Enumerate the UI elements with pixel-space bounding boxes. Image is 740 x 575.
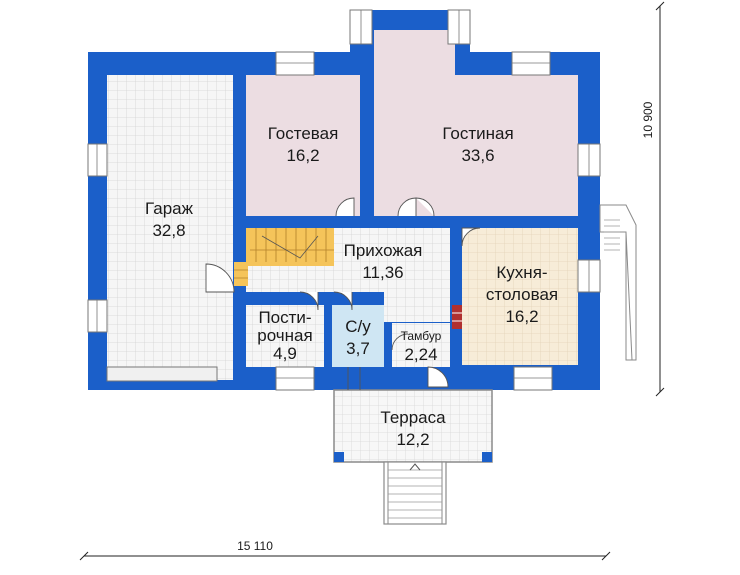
- laundry-floor: [246, 305, 324, 367]
- laundry-name-line1: Пости-: [258, 308, 311, 327]
- garage-name: Гараж: [145, 199, 194, 218]
- bathroom-name: С/у: [345, 317, 371, 336]
- guest-room-area: 16,2: [286, 146, 319, 165]
- garage-area: 32,8: [152, 221, 185, 240]
- living-room-name: Гостиная: [442, 124, 513, 143]
- kitchen-name-line1: Кухня-: [496, 263, 547, 282]
- width-dimension: 15 110: [237, 539, 273, 553]
- side-staircase: [599, 204, 637, 361]
- kitchen-area: 16,2: [505, 307, 538, 326]
- depth-dimension: 10 900: [641, 101, 655, 138]
- vestibule-area: 2,24: [404, 345, 437, 364]
- depth-dimension-line: [655, 1, 665, 397]
- living-room-area: 33,6: [461, 146, 494, 165]
- doors: [205, 197, 481, 390]
- windows: [87, 9, 601, 391]
- kitchen-floor: [462, 228, 578, 365]
- bathroom-area: 3,7: [346, 339, 370, 358]
- bathroom-floor: [332, 305, 384, 367]
- vestibule-floor: [392, 323, 450, 367]
- laundry-name-line2: рочная: [257, 326, 312, 345]
- guest-room-name: Гостевая: [268, 124, 339, 143]
- living-room-floor: [374, 30, 578, 216]
- terrace: [333, 389, 493, 525]
- terrace-name: Терраса: [380, 408, 446, 427]
- guest-room-floor: [246, 75, 360, 216]
- garage-floor: [107, 75, 233, 380]
- chimney: [452, 305, 462, 329]
- laundry-area: 4,9: [273, 344, 297, 363]
- hall-name: Прихожая: [344, 241, 423, 260]
- terrace-area: 12,2: [396, 430, 429, 449]
- hall-floor-lower: [384, 292, 450, 322]
- vestibule-name: Тамбур: [401, 329, 442, 343]
- width-dimension-line: [79, 551, 611, 561]
- kitchen-name-line2: столовая: [486, 285, 558, 304]
- staircase: [234, 228, 334, 286]
- hall-area: 11,36: [362, 263, 403, 282]
